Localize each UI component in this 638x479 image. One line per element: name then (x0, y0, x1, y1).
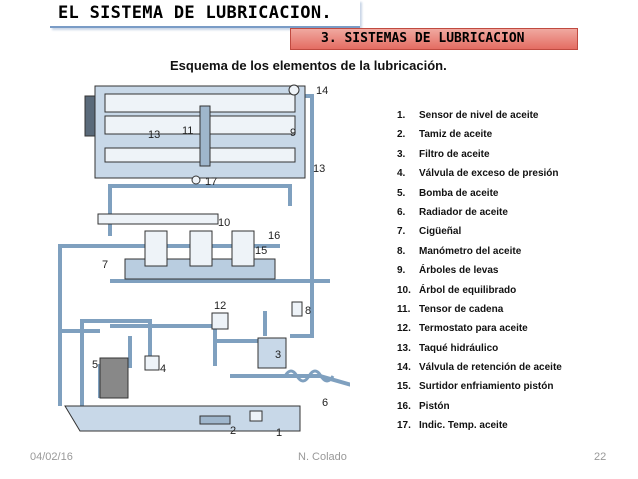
legend-number: 13. (397, 342, 411, 354)
legend-item: 15. Surtidor enfriamiento pistón (397, 381, 627, 400)
oil-pump (99, 357, 129, 399)
label-1: 1 (276, 427, 282, 439)
label-3: 3 (275, 349, 281, 361)
lubrication-diagram: 3 2 1 4 5 6 7 8 9 10 11 12 13 13 14 15 1… (58, 84, 350, 439)
legend-text: Manómetro del aceite (419, 245, 522, 257)
legend-text: Termostato para aceite (419, 323, 528, 335)
legend-item: 8. Manómetro del aceite (397, 246, 627, 265)
label-11: 11 (182, 125, 193, 137)
legend-number: 16. (397, 400, 411, 412)
label-10: 10 (218, 217, 230, 229)
legend-number: 9. (397, 265, 406, 277)
legend-item: 1. Sensor de nivel de aceite (397, 110, 627, 129)
title-box: EL SISTEMA DE LUBRICACION. (50, 0, 360, 28)
legend-text: Sensor de nivel de aceite (419, 110, 539, 121)
legend-text: Cigüeñal (419, 226, 462, 238)
label-8: 8 (305, 305, 311, 317)
label-9: 9 (290, 127, 296, 139)
legend-text: Árboles de levas (419, 265, 499, 277)
legend-item: 9. Árboles de levas (397, 265, 627, 284)
relief-valve (144, 355, 160, 371)
label-7: 7 (102, 259, 108, 271)
balance-shaft (97, 213, 219, 225)
legend-number: 8. (397, 245, 406, 257)
label-13-a: 13 (148, 129, 160, 141)
legend-item: 13. Taqué hidráulico (397, 343, 627, 362)
label-4: 4 (160, 363, 166, 375)
label-2: 2 (230, 425, 236, 437)
legend-number: 14. (397, 362, 411, 374)
footer-date: 04/02/16 (30, 451, 73, 463)
legend-item: 4. Válvula de exceso de presión (397, 168, 627, 187)
piston-b (189, 230, 213, 267)
piston-c (231, 230, 255, 267)
check-valve (288, 84, 300, 96)
subtitle-box: 3. SISTEMAS DE LUBRICACION (290, 28, 578, 50)
legend-item: 17. Indic. Temp. aceite (397, 420, 627, 439)
piston-a (144, 230, 168, 267)
legend-text: Tensor de cadena (419, 303, 504, 315)
footer-author: N. Colado (298, 451, 347, 463)
timing-gear (84, 95, 96, 137)
slide-subtitle: 3. SISTEMAS DE LUBRICACION (321, 31, 525, 46)
legend-text: Surtidor enfriamiento pistón (419, 381, 554, 393)
legend-item: 7. Cigüeñal (397, 226, 627, 245)
legend-number: 7. (397, 226, 406, 238)
legend-item: 6. Radiador de aceite (397, 207, 627, 226)
legend-number: 10. (397, 284, 411, 296)
level-sensor (249, 410, 263, 422)
label-13-b: 13 (313, 163, 325, 175)
legend-item: 16. Pistón (397, 401, 627, 420)
legend-number: 3. (397, 148, 406, 160)
legend-item: 12. Termostato para aceite (397, 323, 627, 342)
legend-text: Filtro de aceite (419, 148, 490, 160)
thermostat (211, 312, 229, 330)
temp-indicator (191, 175, 201, 185)
legend-text: Válvula de exceso de presión (419, 168, 559, 180)
legend-item: 2. Tamiz de aceite (397, 129, 627, 148)
legend-number: 15. (397, 381, 411, 393)
diagram-labels: 3 2 1 4 5 6 7 8 9 10 11 12 13 13 14 15 1… (92, 85, 328, 439)
oil-strainer (199, 415, 231, 425)
legend-item: 3. Filtro de aceite (397, 149, 627, 168)
label-12: 12 (214, 300, 226, 312)
legend-item: 11. Tensor de cadena (397, 304, 627, 323)
oil-cooler (283, 369, 335, 383)
legend-number: 2. (397, 129, 406, 141)
label-5: 5 (92, 359, 98, 371)
oil-pan (64, 405, 301, 432)
legend-text: Radiador de aceite (419, 206, 508, 218)
label-16: 16 (268, 230, 280, 242)
chain-tensioner (199, 105, 211, 167)
legend-text: Bomba de aceite (419, 187, 499, 199)
legend-text: Válvula de retención de aceite (419, 362, 562, 374)
label-6: 6 (322, 397, 328, 409)
legend-text: Árbol de equilibrado (419, 284, 517, 296)
engine-parts (64, 84, 335, 432)
legend-number: 5. (397, 187, 406, 199)
pressure-gauge (291, 301, 303, 317)
legend-number: 11. (397, 303, 411, 315)
legend-number: 1. (397, 110, 406, 121)
legend-text: Taqué hidráulico (419, 342, 499, 354)
legend-item: 14. Válvula de retención de aceite (397, 362, 627, 381)
legend-text: Pistón (419, 400, 450, 412)
legend-item: 5. Bomba de aceite (397, 188, 627, 207)
oil-filter (257, 337, 287, 369)
legend-number: 4. (397, 168, 406, 180)
footer-page-number: 22 (594, 451, 607, 463)
label-17: 17 (205, 176, 217, 188)
label-14: 14 (316, 85, 328, 97)
legend-list: 1. Sensor de nivel de aceite 2. Tamiz de ac… (397, 110, 627, 440)
legend-text: Tamiz de aceite (419, 129, 493, 141)
legend-text: Indic. Temp. aceite (419, 420, 508, 432)
legend-number: 6. (397, 206, 406, 218)
legend-number: 17. (397, 420, 411, 432)
slide-title: EL SISTEMA DE LUBRICACION. (58, 3, 332, 23)
legend-item: 10. Árbol de equilibrado (397, 285, 627, 304)
legend-number: 12. (397, 323, 411, 335)
label-15: 15 (255, 245, 267, 257)
diagram-heading: Esquema de los elementos de la lubricaci… (170, 58, 447, 73)
